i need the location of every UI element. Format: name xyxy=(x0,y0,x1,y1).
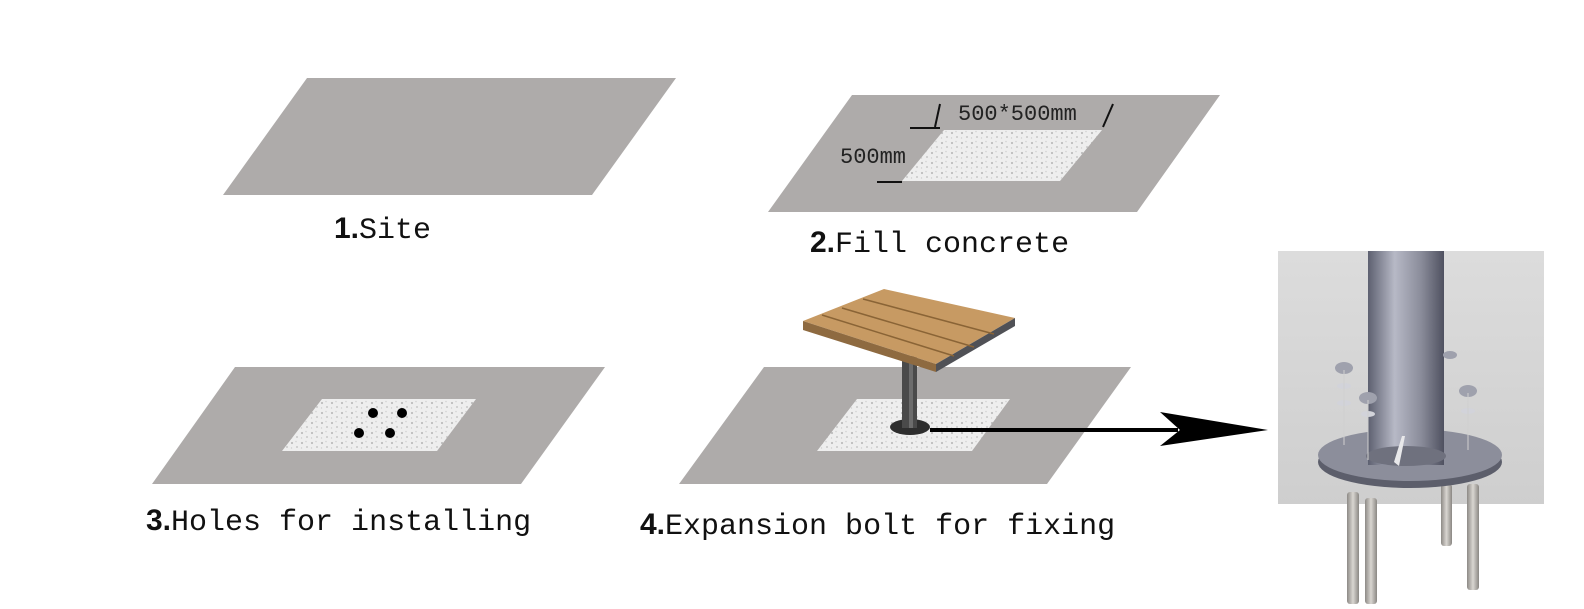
pointer-arrow xyxy=(930,412,1268,446)
step-4-caption: 4.Expansion bolt for fixing xyxy=(640,508,1116,544)
step-2-number: 2. xyxy=(810,226,836,259)
dimension-depth-label: 500mm xyxy=(840,145,906,170)
expansion-bolt-detail-image xyxy=(1278,251,1544,604)
step-2-label: Fill concrete xyxy=(835,228,1070,262)
concrete-pad-2 xyxy=(902,130,1102,181)
step-1-label: Site xyxy=(359,214,432,248)
step-3-label: Holes for installing xyxy=(171,506,532,540)
step-4-number: 4. xyxy=(640,508,666,541)
installation-holes xyxy=(354,408,407,438)
dimension-area-label: 500*500mm xyxy=(958,102,1077,127)
site-ground-slab xyxy=(223,78,676,195)
step-1-number: 1. xyxy=(334,212,360,245)
bench-seat-illustration xyxy=(803,289,1015,435)
concrete-pad-3 xyxy=(282,399,476,451)
step-3-number: 3. xyxy=(146,504,172,537)
step-4-label: Expansion bolt for fixing xyxy=(665,510,1116,544)
step-2-caption: 2.Fill concrete xyxy=(810,226,1070,262)
step-1-caption: 1.Site xyxy=(334,212,432,248)
dimension-lines xyxy=(877,103,1114,183)
step-3-caption: 3.Holes for installing xyxy=(146,504,532,540)
nuts-and-washers xyxy=(1335,351,1477,417)
